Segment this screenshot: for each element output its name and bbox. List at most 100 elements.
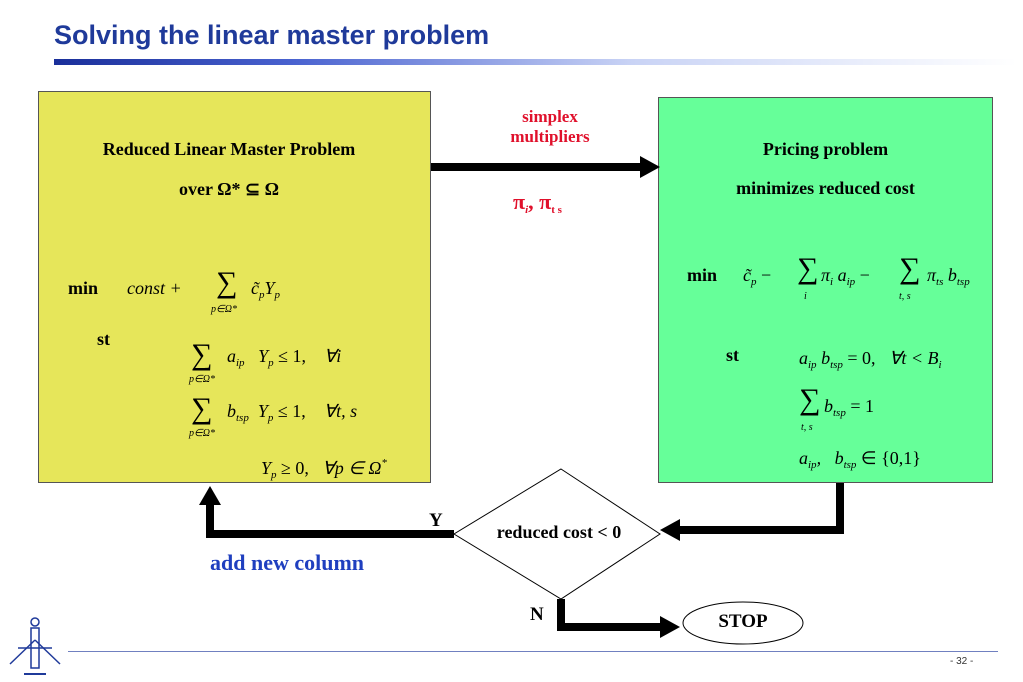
sum-symbol: ∑: [799, 383, 821, 416]
pi-i-sub: i: [525, 204, 529, 216]
b-var: b: [824, 396, 833, 416]
pi-ts-sub: t s: [551, 204, 562, 216]
Y-var: Y: [264, 278, 275, 298]
sum-symbol: ∑: [797, 252, 819, 285]
binary-set: ∈ {0,1}: [860, 448, 921, 468]
master-c2-sum-set: p∈Ω*: [189, 428, 215, 439]
page-title: Solving the linear master problem: [54, 20, 490, 50]
relation: = 1: [850, 396, 874, 416]
b-sub: tsp: [843, 459, 857, 471]
decision-yes-label: Y: [429, 510, 443, 531]
pricing-obj-sum2: ∑: [899, 254, 920, 284]
master-objective-const: const +: [127, 278, 182, 298]
multipliers-label-line1: simplex: [522, 107, 578, 126]
Y-var: Y: [261, 458, 272, 478]
pricing-objective-c: c̃p −: [743, 265, 771, 288]
a-var: a: [227, 346, 236, 366]
Y-sub: p: [271, 469, 277, 481]
a-sub: ip: [808, 459, 817, 471]
forall: ∀t < B: [889, 348, 939, 368]
decision-no-label: N: [530, 604, 544, 625]
title-underline: [54, 59, 1017, 65]
master-st-label: st: [97, 329, 110, 349]
add-column-label: add new column: [210, 550, 365, 575]
pi-ts: π: [539, 189, 552, 214]
master-problem-box: Reduced Linear Master Problem over Ω* ⊆ …: [38, 91, 431, 483]
pricing-objective-term2: πts btsp: [927, 265, 970, 288]
minus: −: [761, 265, 772, 285]
pricing-subheading: minimizes reduced cost: [736, 178, 915, 198]
pi-var: π: [821, 265, 831, 285]
multipliers-label: simplex multipliers: [490, 107, 610, 147]
multipliers-symbols: πi, πt s: [513, 189, 562, 216]
b-sub: tsp: [236, 412, 249, 424]
comma: ,: [528, 189, 534, 214]
master-objective-term: c̃pYp: [251, 278, 280, 301]
relation: ≤ 1,: [278, 346, 306, 366]
b-var: b: [821, 348, 831, 368]
pricing-to-decision-head: [660, 519, 680, 541]
master-over-set: over Ω* ⊆ Ω: [178, 179, 280, 199]
star-sup: *: [381, 457, 387, 469]
master-objective-sum: ∑: [216, 268, 237, 298]
decision-label: reduced cost < 0: [496, 522, 622, 542]
pricing-c2-sum: ∑: [799, 385, 820, 415]
forall-sub: i: [938, 359, 942, 371]
relation: = 0,: [847, 348, 876, 368]
master-c1-sum: ∑: [191, 340, 212, 370]
pricing-constraint-1: aip btsp = 0, ∀t < Bi: [799, 348, 942, 371]
a-sub: ip: [808, 359, 817, 371]
pricing-obj-sum1-index: i: [804, 291, 807, 302]
master-constraint-1: aip Yp ≤ 1, ∀i: [227, 346, 341, 369]
relation: ≤ 1,: [277, 401, 306, 421]
pi-var: π: [927, 265, 937, 285]
c-sub: p: [751, 276, 757, 288]
a-var: a: [837, 265, 847, 285]
pricing-to-decision-line: [680, 483, 844, 534]
no-branch-line: [557, 599, 660, 631]
pricing-min-label: min: [687, 265, 718, 285]
pricing-c2-sum-index: t, s: [801, 422, 813, 433]
master-heading: Reduced Linear Master Problem: [102, 139, 356, 159]
multipliers-label-line2: multipliers: [510, 127, 590, 146]
b-var: b: [227, 401, 236, 421]
master-min-label: min: [68, 278, 99, 298]
pricing-heading: Pricing problem: [762, 139, 889, 159]
a-sub: ip: [236, 357, 245, 369]
b-sub: tsp: [833, 407, 846, 419]
pricing-constraint-3: aip, btsp ∈ {0,1}: [799, 448, 921, 471]
no-branch-head: [660, 616, 680, 638]
yes-branch-line: [206, 505, 454, 538]
Y-sub: p: [274, 289, 281, 301]
pricing-obj-sum1: ∑: [797, 254, 818, 284]
a-sub: ip: [846, 276, 856, 288]
b-sub: tsp: [956, 276, 970, 288]
pricing-problem-box: Pricing problem minimizes reduced cost m…: [658, 97, 993, 483]
Y-var: Y: [257, 401, 268, 421]
Y-sub: p: [267, 412, 274, 424]
sum-symbol: ∑: [191, 338, 213, 371]
sum-symbol: ∑: [899, 252, 921, 285]
c-tilde: c̃: [743, 265, 751, 285]
stop-terminal: [682, 601, 804, 645]
b-var: b: [947, 265, 957, 285]
yes-branch-head: [199, 486, 221, 505]
pricing-constraint-2: btsp = 1: [824, 396, 874, 419]
stop-label: STOP: [718, 611, 768, 632]
pricing-st-label: st: [726, 345, 739, 365]
Y-var: Y: [258, 346, 269, 366]
master-c1-sum-set: p∈Ω*: [189, 374, 215, 385]
master-constraint-2: btsp Yp ≤ 1, ∀t, s: [227, 401, 357, 424]
pi-i: π: [513, 189, 526, 214]
relation: ≥ 0,: [281, 458, 309, 478]
sum-symbol: ∑: [191, 392, 213, 425]
c-sub: p: [259, 289, 265, 301]
forall: ∀i: [323, 346, 342, 366]
footer-divider: [68, 651, 998, 652]
master-c2-sum: ∑: [191, 394, 212, 424]
pricing-obj-sum2-index: t, s: [899, 291, 911, 302]
Y-sub: p: [268, 357, 274, 369]
a-var: a: [799, 348, 808, 368]
pi-sub: ts: [936, 276, 944, 288]
